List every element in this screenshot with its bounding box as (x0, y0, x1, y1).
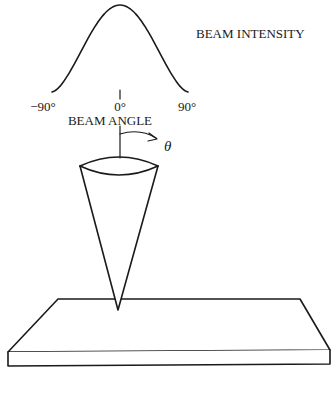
rotation-axis (119, 126, 120, 158)
axis-title: BEAM ANGLE (68, 114, 152, 128)
tick-label: 0° (114, 100, 126, 114)
cone-rim-front (80, 166, 158, 175)
cone-rim-back (80, 157, 158, 166)
angle-symbol: θ (164, 138, 171, 155)
arrow-head (148, 133, 157, 141)
plate-top (8, 299, 330, 352)
cone-body (80, 166, 158, 310)
tick-label: 90° (178, 100, 196, 114)
intensity-curve (52, 5, 188, 92)
tick-label: −90° (30, 100, 56, 114)
center-tick (119, 90, 120, 99)
axis-title: BEAM INTENSITY (196, 27, 305, 41)
plate-front (8, 350, 330, 366)
